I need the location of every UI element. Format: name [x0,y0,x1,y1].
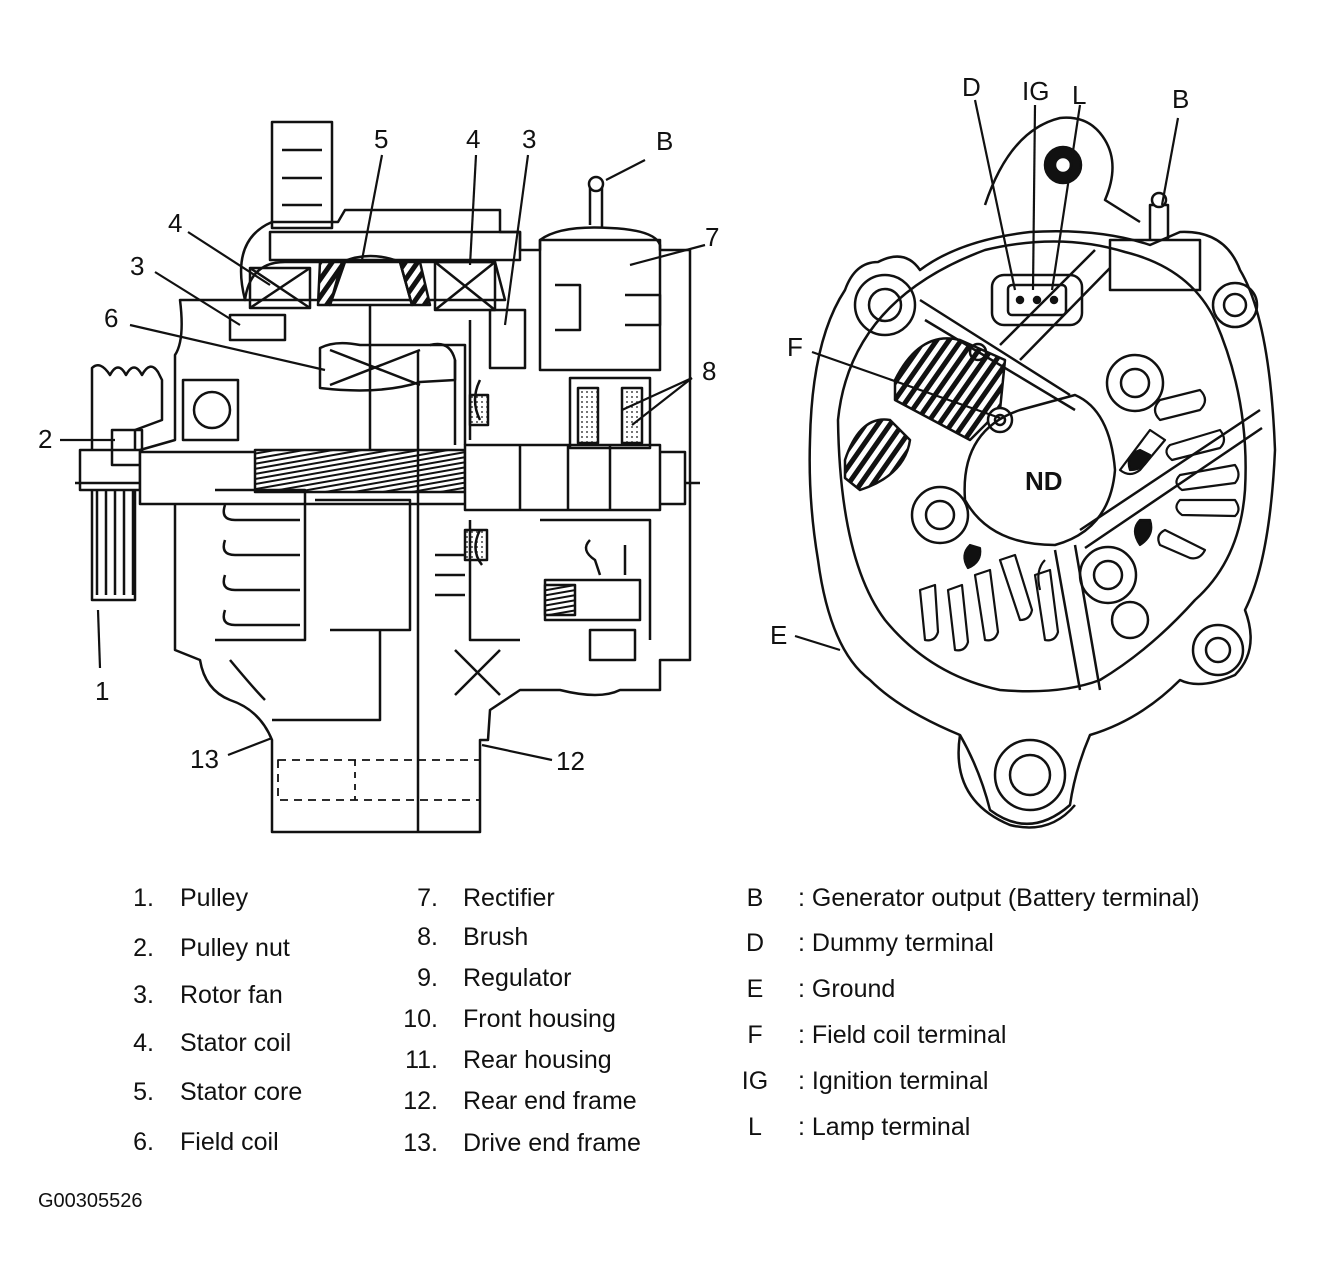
callout-3b: 3 [522,124,536,154]
callout-b-right: B [1172,84,1189,114]
legend-num: 1. [133,884,154,912]
figure-id: G00305526 [38,1190,143,1212]
callout-8: 8 [702,356,716,386]
legend-num: 4. [133,1029,154,1057]
callout-f: F [787,332,803,362]
legend-label: Rear end frame [463,1087,637,1115]
legend-num: 2. [133,934,154,962]
legend-num: 10. [403,1005,438,1033]
legend-label: Brush [463,923,529,951]
callout-ig: IG [1022,76,1049,106]
legend-label: Rear housing [463,1046,612,1074]
callout-13: 13 [190,744,219,774]
legend-key: B [746,884,764,912]
legend-label: Drive end frame [463,1129,641,1157]
legend-label: Stator coil [180,1029,292,1057]
legend-label: : Field coil terminal [798,1021,1007,1049]
callout-7: 7 [705,222,719,252]
cross-section-view [75,120,700,834]
legend-label: : Generator output (Battery terminal) [798,884,1200,912]
legend-key: L [748,1113,762,1141]
callout-12: 12 [556,746,585,776]
legend-num: 9. [417,964,438,992]
callout-e: E [770,620,787,650]
callout-4b: 4 [466,124,480,154]
legend-label: : Ground [798,975,896,1003]
callout-l: L [1072,80,1086,110]
legend-key: IG [741,1067,769,1095]
legend-label: Rectifier [463,884,555,912]
callout-d: D [962,72,981,102]
legend-key: D [745,929,765,957]
callout-2: 2 [38,424,52,454]
legend-num: 6. [133,1128,154,1156]
legend-label: : Ignition terminal [798,1067,989,1095]
legend-num: 12. [403,1087,438,1115]
legend-label: Rotor fan [180,981,283,1009]
legend-num: 7. [417,884,438,912]
legend-key: F [747,1021,763,1049]
legend-label: : Dummy terminal [798,929,994,957]
callout-5: 5 [374,124,388,154]
legend-num: 11. [405,1046,438,1074]
legend-num: 13. [403,1129,438,1157]
callout-3: 3 [130,251,144,281]
legend-label: Front housing [463,1005,616,1033]
left-callout-labels: 1 2 3 4 5 6 4 3 B 7 8 13 12 [38,124,719,776]
legend-num: 5. [133,1078,154,1106]
rear-end-view: ND [808,116,1277,829]
legend-num: 8. [417,923,438,951]
left-leader-lines [60,154,706,762]
svg-text:ND: ND [1025,466,1063,496]
legend-key: E [746,975,764,1003]
legend-label: Field coil [180,1128,279,1156]
callout-b-left: B [656,126,673,156]
right-callout-labels: D IG L B F E [770,72,1189,650]
legend-label: Regulator [463,964,572,992]
legend-label: Pulley [180,884,249,912]
legend-label: : Lamp terminal [798,1113,971,1141]
legend-num: 3. [133,981,154,1009]
legend-label: Pulley nut [180,934,290,962]
callout-6: 6 [104,303,118,333]
alternator-diagram: 1 2 3 4 5 6 4 3 B 7 8 13 12 [38,72,1277,834]
legend-label: Stator core [180,1078,303,1106]
callout-1: 1 [95,676,109,706]
right-leader-lines [794,99,1180,652]
callout-4: 4 [168,208,182,238]
